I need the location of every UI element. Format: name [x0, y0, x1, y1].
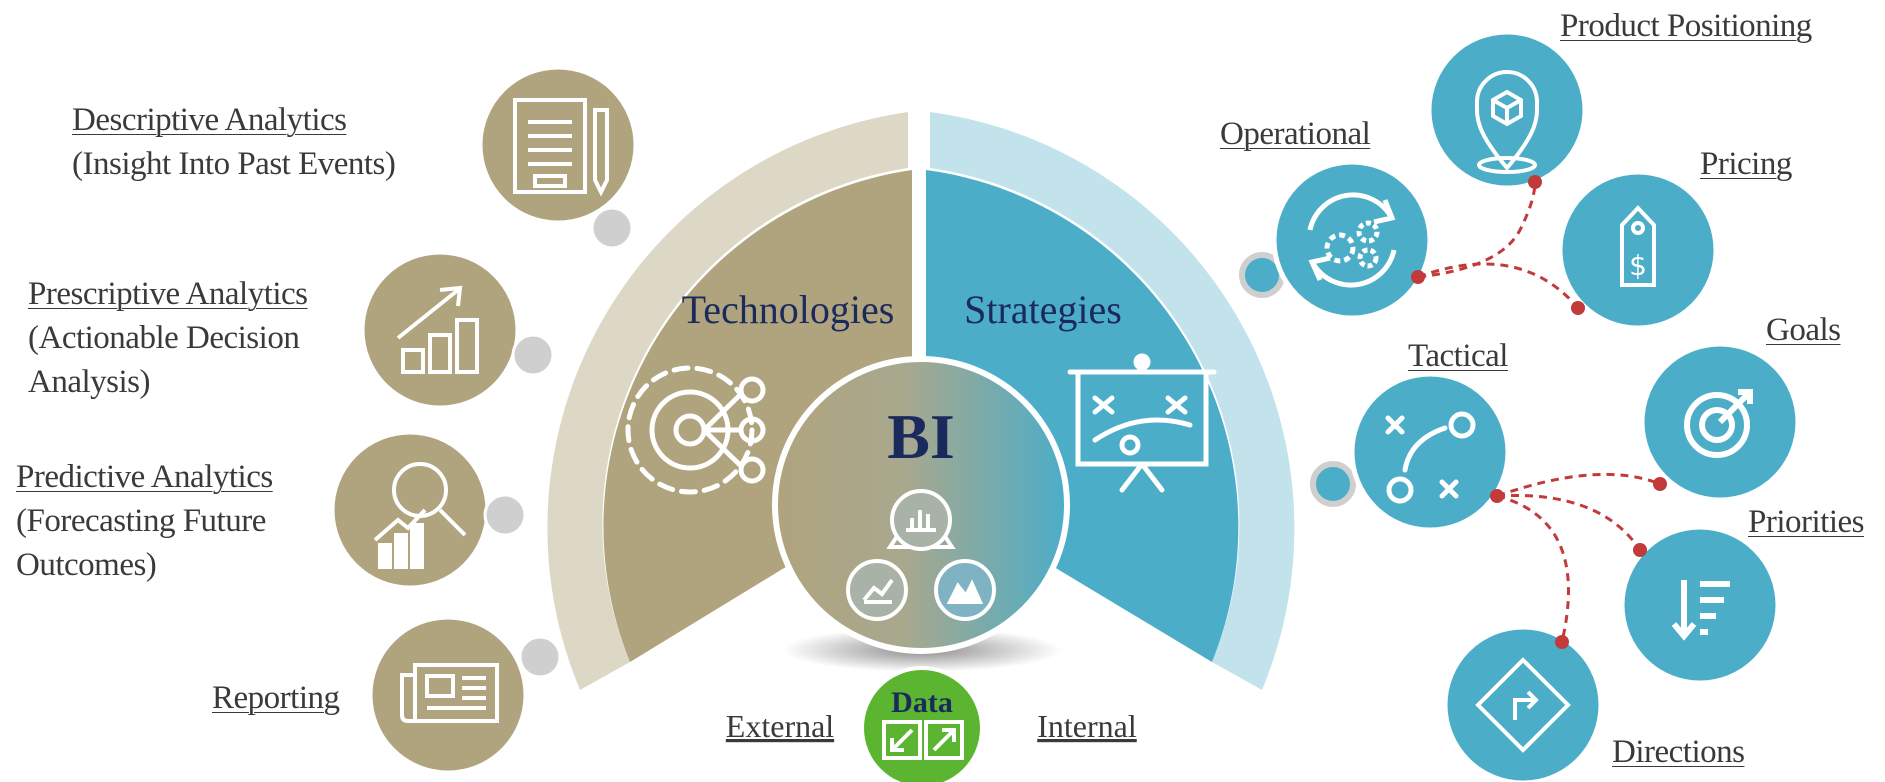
directions-text: Directions	[1612, 734, 1745, 770]
reporting-label: Reporting	[212, 676, 340, 720]
directions-label: Directions	[1612, 730, 1745, 774]
pricing-label: Pricing	[1700, 142, 1792, 186]
predictive-node	[329, 429, 527, 591]
goals-text: Goals	[1766, 312, 1841, 348]
gear-network-icon	[625, 365, 766, 495]
descriptive-title: Descriptive Analytics	[72, 102, 347, 138]
newspaper-icon	[400, 663, 499, 723]
play-diagram-icon	[1385, 411, 1476, 504]
predictive-sub2: Outcomes)	[16, 547, 157, 583]
pricing-text: Pricing	[1700, 146, 1792, 182]
prescriptive-sub2: Analysis)	[28, 364, 151, 400]
connector-dots	[1411, 175, 1667, 649]
technologies-segment	[603, 170, 912, 662]
prescriptive-title: Prescriptive Analytics	[28, 276, 308, 312]
strategy-connectors	[1417, 181, 1661, 643]
internal-label: Internal	[1037, 708, 1137, 744]
directions-node	[1442, 624, 1604, 782]
pricing-node: $	[1557, 169, 1719, 331]
goals-label: Goals	[1766, 308, 1841, 352]
prescriptive-analytics-label: Prescriptive Analytics (Actionable Decis…	[28, 272, 358, 404]
strategy-board-icon	[1067, 353, 1217, 493]
predictive-sub1: (Forecasting Future	[16, 503, 266, 539]
direction-sign-icon	[1475, 657, 1571, 753]
operational-text: Operational	[1220, 116, 1371, 152]
location-box-icon	[1474, 70, 1540, 174]
prescriptive-sub1: (Actionable Decision	[28, 320, 300, 356]
reporting-title: Reporting	[212, 680, 340, 716]
product-positioning-text: Product Positioning	[1560, 8, 1812, 44]
target-icon	[1684, 389, 1753, 458]
price-tag-icon: $	[1620, 205, 1656, 287]
tactical-label: Tactical	[1408, 334, 1508, 378]
data-label: Data	[891, 686, 953, 719]
analytics-cycle-icon	[846, 489, 996, 621]
predictive-analytics-label: Predictive Analytics (Forecasting Future…	[16, 455, 326, 587]
strategies-outer-ring	[930, 112, 1295, 690]
priorities-text: Priorities	[1748, 504, 1865, 540]
gears-cycle-icon	[1307, 192, 1397, 288]
tactical-node	[1310, 371, 1511, 533]
tactical-text: Tactical	[1408, 338, 1508, 374]
predictive-title: Predictive Analytics	[16, 459, 273, 495]
operational-node	[1239, 159, 1433, 321]
descriptive-analytics-label: Descriptive Analytics (Insight Into Past…	[40, 98, 450, 186]
external-label: External	[726, 708, 835, 744]
document-pen-icon	[513, 98, 609, 197]
priorities-node	[1619, 524, 1781, 686]
growth-chart-icon	[396, 285, 479, 374]
technologies-label: Technologies	[682, 287, 895, 332]
reporting-node	[367, 614, 562, 776]
prescriptive-node	[359, 249, 555, 411]
transfer-arrows-icon	[882, 720, 964, 760]
strategies-label: Strategies	[964, 287, 1122, 332]
magnifier-chart-icon	[373, 462, 467, 569]
descriptive-node	[477, 64, 639, 250]
goals-node	[1639, 341, 1801, 503]
svg-text:$: $	[1629, 249, 1647, 282]
product-positioning-node	[1426, 29, 1588, 191]
product-positioning-label: Product Positioning	[1560, 4, 1812, 48]
priorities-label: Priorities	[1748, 500, 1865, 544]
operational-label: Operational	[1220, 112, 1371, 156]
sort-list-icon	[1671, 580, 1730, 641]
bi-center-label: BI	[887, 401, 955, 472]
technologies-outer-ring	[547, 112, 908, 690]
strategies-segment	[926, 170, 1239, 662]
descriptive-sub: (Insight Into Past Events)	[72, 146, 396, 182]
